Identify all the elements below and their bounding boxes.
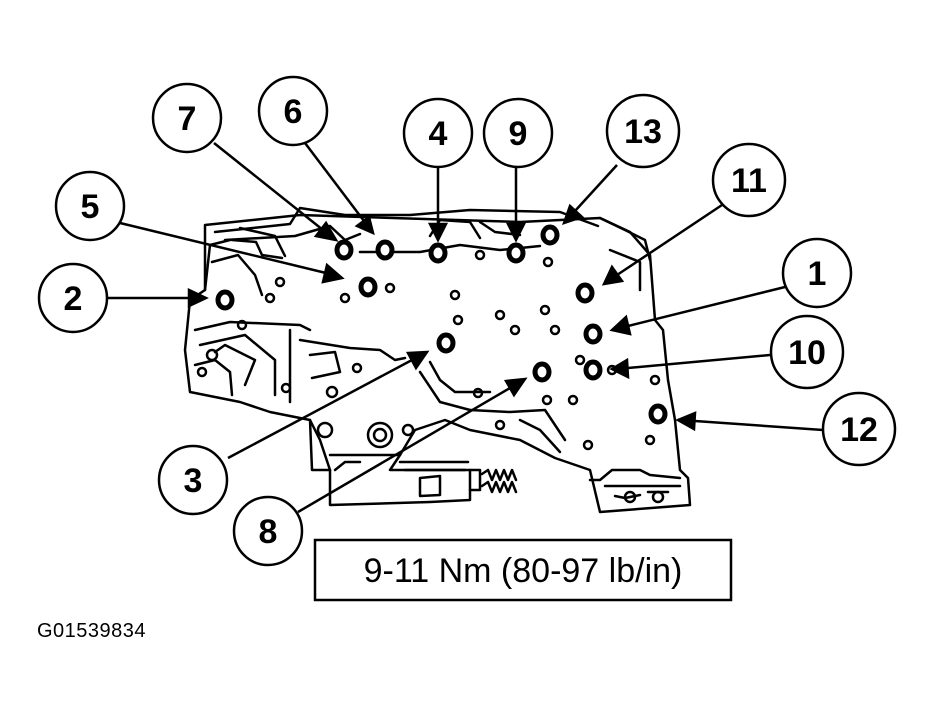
bolt-markers — [215, 224, 668, 425]
callout-7-label: 7 — [178, 100, 197, 138]
bolt-9 — [506, 242, 526, 264]
callout-2: 2 — [37, 262, 109, 334]
leader-7 — [213, 142, 324, 231]
callout-2-label: 2 — [64, 280, 83, 318]
callout-10: 10 — [769, 314, 845, 390]
arrowhead-5 — [321, 262, 345, 284]
bolt-8 — [532, 361, 552, 383]
callout-6-label: 6 — [284, 93, 303, 131]
callout-4-label: 4 — [429, 115, 448, 153]
callout-5-label: 5 — [81, 188, 100, 226]
arrowhead-6 — [354, 214, 375, 236]
callout-12: 12 — [821, 391, 897, 467]
callout-10-label: 10 — [788, 334, 826, 372]
callout-3: 3 — [157, 444, 229, 516]
arrowhead-1 — [609, 314, 632, 336]
callout-12-label: 12 — [840, 411, 878, 449]
bolt-13 — [540, 224, 560, 246]
callout-9: 9 — [482, 97, 554, 169]
figure-id: G01539834 — [37, 620, 147, 642]
bolt-6 — [375, 239, 395, 261]
arrowhead-3 — [405, 350, 430, 371]
arrowhead-10 — [609, 357, 630, 380]
callout-6: 6 — [257, 75, 329, 147]
bolt-7 — [334, 239, 354, 261]
callout-13-label: 13 — [624, 113, 662, 151]
bolt-11 — [575, 282, 595, 304]
arrowhead-9 — [505, 222, 527, 243]
callout-4: 4 — [402, 97, 474, 169]
arrowhead-8 — [503, 377, 528, 398]
callout-5: 5 — [54, 170, 126, 242]
torque-spec-box: 9-11 Nm (80-97 lb/in) — [313, 538, 733, 602]
leader-5 — [119, 221, 327, 275]
leader-12 — [694, 419, 824, 432]
leader-11 — [616, 203, 723, 277]
callout-1-label: 1 — [808, 255, 827, 293]
callout-1: 1 — [781, 237, 853, 309]
leader-6 — [304, 142, 365, 222]
arrowhead-7 — [313, 220, 339, 242]
leader-13 — [574, 164, 618, 212]
torque-spec-label: 9-11 Nm (80-97 lb/in) — [364, 552, 683, 590]
leader-8 — [297, 386, 511, 514]
callout-8-label: 8 — [259, 513, 278, 551]
leader-3 — [227, 358, 413, 460]
bolt-2 — [215, 289, 235, 311]
leader-10 — [627, 353, 771, 370]
callout-8: 8 — [232, 495, 304, 567]
bolt-4 — [428, 242, 448, 264]
callouts: 7 6 4 9 13 5 11 2 — [37, 75, 897, 567]
leader-lines — [108, 142, 824, 514]
arrowhead-11 — [601, 264, 625, 286]
bolt-12 — [648, 403, 668, 425]
arrowhead-2 — [187, 288, 209, 308]
arrowhead-13 — [561, 203, 585, 225]
bolt-1 — [583, 323, 603, 345]
callout-13: 13 — [605, 93, 681, 169]
bolt-3 — [436, 332, 456, 354]
arrowhead-12 — [675, 411, 697, 432]
bolt-5 — [358, 276, 378, 298]
callout-7: 7 — [151, 82, 223, 154]
callout-11: 11 — [711, 142, 787, 218]
leader-1 — [627, 285, 786, 328]
callout-11-label: 11 — [731, 162, 767, 200]
callout-3-label: 3 — [184, 462, 203, 500]
bolt-10 — [583, 359, 603, 381]
callout-9-label: 9 — [509, 115, 528, 153]
arrowhead-4 — [427, 222, 449, 243]
